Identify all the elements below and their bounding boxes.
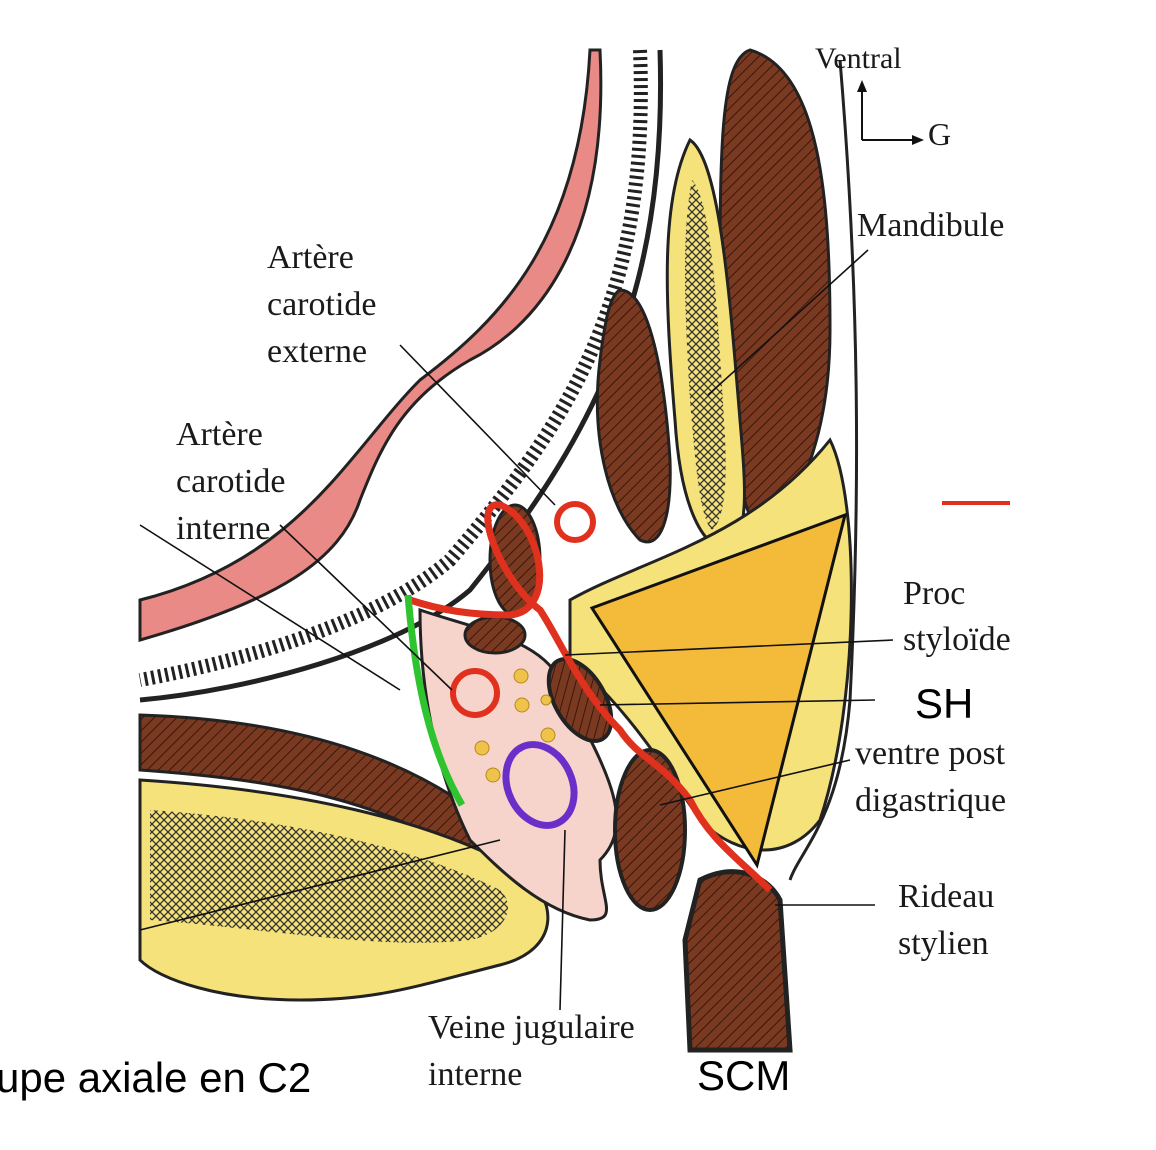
pharyngeal-wall xyxy=(138,49,648,687)
caption: upe axiale en C2 xyxy=(0,1054,311,1101)
scm-muscle xyxy=(682,869,793,1053)
label-rideau-1: Rideau xyxy=(898,878,994,915)
label-aci-3: interne xyxy=(176,510,270,547)
stylian-curtain-line xyxy=(408,501,773,893)
label-aci-2: carotide xyxy=(176,463,286,500)
leader-lines xyxy=(139,249,894,1011)
label-mandibule: Mandibule xyxy=(857,207,1004,244)
pharyngeal-mucosa xyxy=(138,48,603,642)
label-sh: SH xyxy=(915,680,973,727)
label-vji-1: Veine jugulaire xyxy=(428,1009,635,1046)
orientation-compass: Ventral G xyxy=(815,42,951,152)
green-line xyxy=(404,594,466,807)
label-ace-3: externe xyxy=(267,333,367,370)
label-aci-1: Artère xyxy=(176,416,263,453)
label-ventre-1: ventre post xyxy=(855,735,1006,772)
label-ace-2: carotide xyxy=(267,286,377,323)
stylopharyngeal-muscle xyxy=(463,615,527,655)
ventral-label: Ventral xyxy=(815,42,902,75)
external-carotid xyxy=(554,501,596,543)
lymph-nodes xyxy=(474,668,556,783)
left-label: G xyxy=(928,116,951,152)
internal-jugular-vein xyxy=(502,741,578,829)
label-ventre-2: digastrique xyxy=(855,782,1006,819)
label-proc-1: Proc xyxy=(903,575,965,612)
label-vji-2: interne xyxy=(428,1056,522,1093)
internal-carotid xyxy=(450,668,500,718)
styloid-muscle xyxy=(546,657,614,743)
label-ace-1: Artère xyxy=(267,239,354,276)
label-proc-2: styloïde xyxy=(903,621,1011,658)
label-rideau-2: stylien xyxy=(898,925,989,962)
digastric-muscle xyxy=(613,748,687,912)
pterygoid-muscle xyxy=(595,288,672,544)
stylian-triangle xyxy=(589,512,848,869)
label-scm: SCM xyxy=(697,1052,790,1099)
